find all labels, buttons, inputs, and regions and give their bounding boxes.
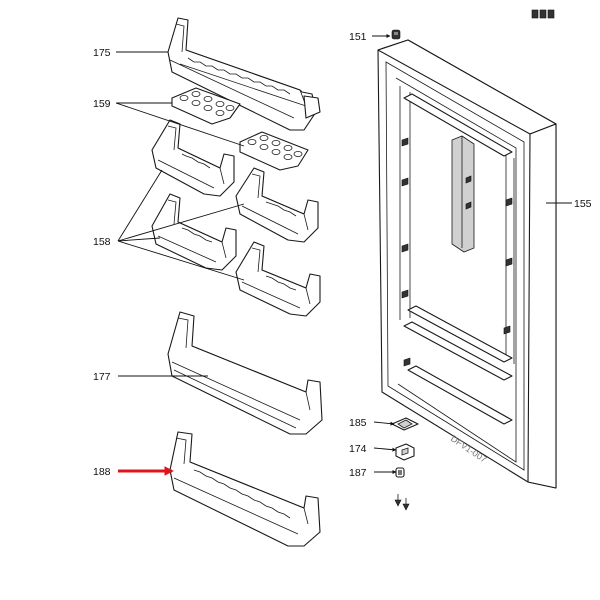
part-159-egg-tray-lower <box>239 131 309 171</box>
part-187-fastener <box>395 467 405 478</box>
part-175-top-door-shelf <box>167 17 321 131</box>
label-185: 185 <box>349 417 367 429</box>
corner-mark <box>531 9 555 19</box>
part-185-bracket <box>391 417 419 431</box>
part-158-bin-lower-left <box>151 193 237 271</box>
label-174: 174 <box>349 443 367 455</box>
part-177-large-door-shelf <box>167 311 323 435</box>
label-159: 159 <box>93 98 111 110</box>
part-158-bin-upper-left <box>151 119 235 197</box>
leader-lines <box>115 33 572 475</box>
label-177: 177 <box>93 371 111 383</box>
part-174-hinge-clip <box>395 443 415 461</box>
label-175: 175 <box>93 47 111 59</box>
label-158: 158 <box>93 236 111 248</box>
label-151: 151 <box>349 31 367 43</box>
part-158-bin-upper-right <box>235 167 319 243</box>
small-screws <box>394 494 410 511</box>
label-187: 187 <box>349 467 367 479</box>
part-159-egg-tray-upper <box>171 87 241 125</box>
part-188-bottom-door-shelf <box>169 431 321 547</box>
label-188: 188 <box>93 466 111 478</box>
label-155: 155 <box>574 198 592 210</box>
part-158-bin-lower-right <box>235 241 321 317</box>
part-155-door-assembly <box>377 39 557 489</box>
part-151-screw <box>391 29 401 40</box>
